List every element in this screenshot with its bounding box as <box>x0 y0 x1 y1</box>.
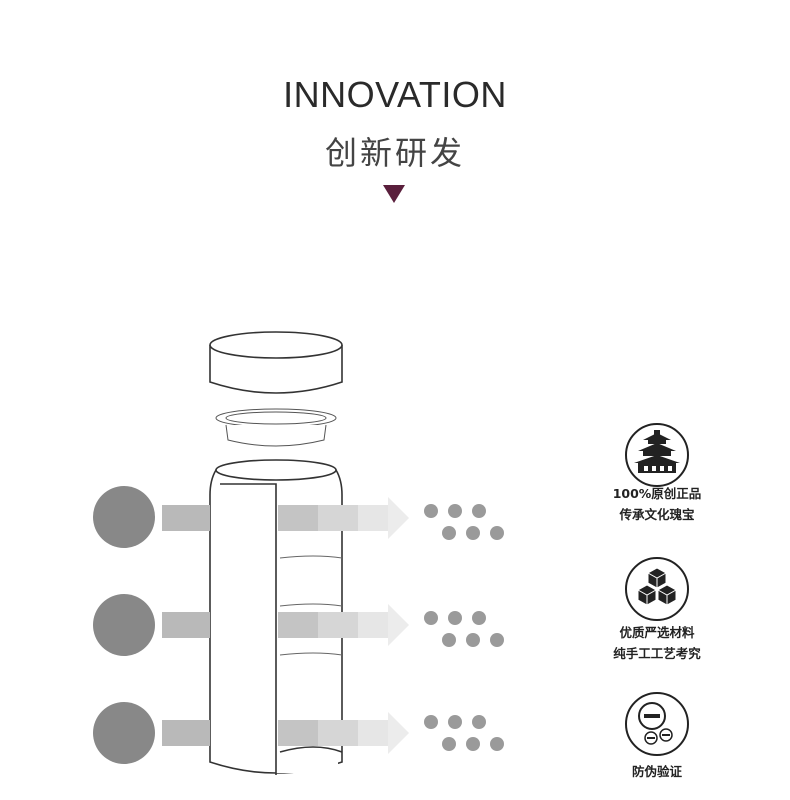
filter-ring-illustration <box>215 408 337 447</box>
filtered-dots <box>424 715 504 751</box>
filtered-dots <box>424 504 504 540</box>
impurity-circle <box>93 594 155 656</box>
badge-materials: 优质严选材料 纯手工工艺考究 <box>597 622 717 664</box>
badge-materials-line-1: 优质严选材料 <box>619 625 695 640</box>
impurity-circle <box>93 702 155 764</box>
anti-counterfeit-icon <box>625 692 689 756</box>
badge-materials-line-2: 纯手工工艺考究 <box>613 646 701 661</box>
badge-verification: 防伪验证 <box>597 761 717 782</box>
title-english: INNOVATION <box>283 74 507 115</box>
filtered-dots <box>424 611 504 647</box>
flow-arrow-shaft <box>162 720 210 746</box>
lid-illustration <box>209 331 343 394</box>
temple-icon <box>625 423 689 487</box>
flow-arrow-shaft <box>162 612 210 638</box>
badge-authentic-line-1: 100%原创正品 <box>612 486 702 501</box>
badge-verification-line-1: 防伪验证 <box>631 764 682 779</box>
flow-arrow-head <box>388 712 409 754</box>
title-chinese: 创新研发 <box>324 134 465 172</box>
badge-authentic-line-2: 传承文化瑰宝 <box>619 507 695 522</box>
cubes-icon <box>625 557 689 621</box>
down-triangle-icon <box>383 185 405 203</box>
flow-arrow-head <box>388 604 409 646</box>
badge-authentic: 100%原创正品 传承文化瑰宝 <box>597 483 717 525</box>
flow-row-1 <box>93 486 504 548</box>
impurity-circle <box>93 486 155 548</box>
flow-row-3 <box>93 702 504 764</box>
flow-arrow-head <box>388 497 409 539</box>
flow-row-2 <box>93 594 504 656</box>
flow-arrow-shaft <box>162 505 210 531</box>
